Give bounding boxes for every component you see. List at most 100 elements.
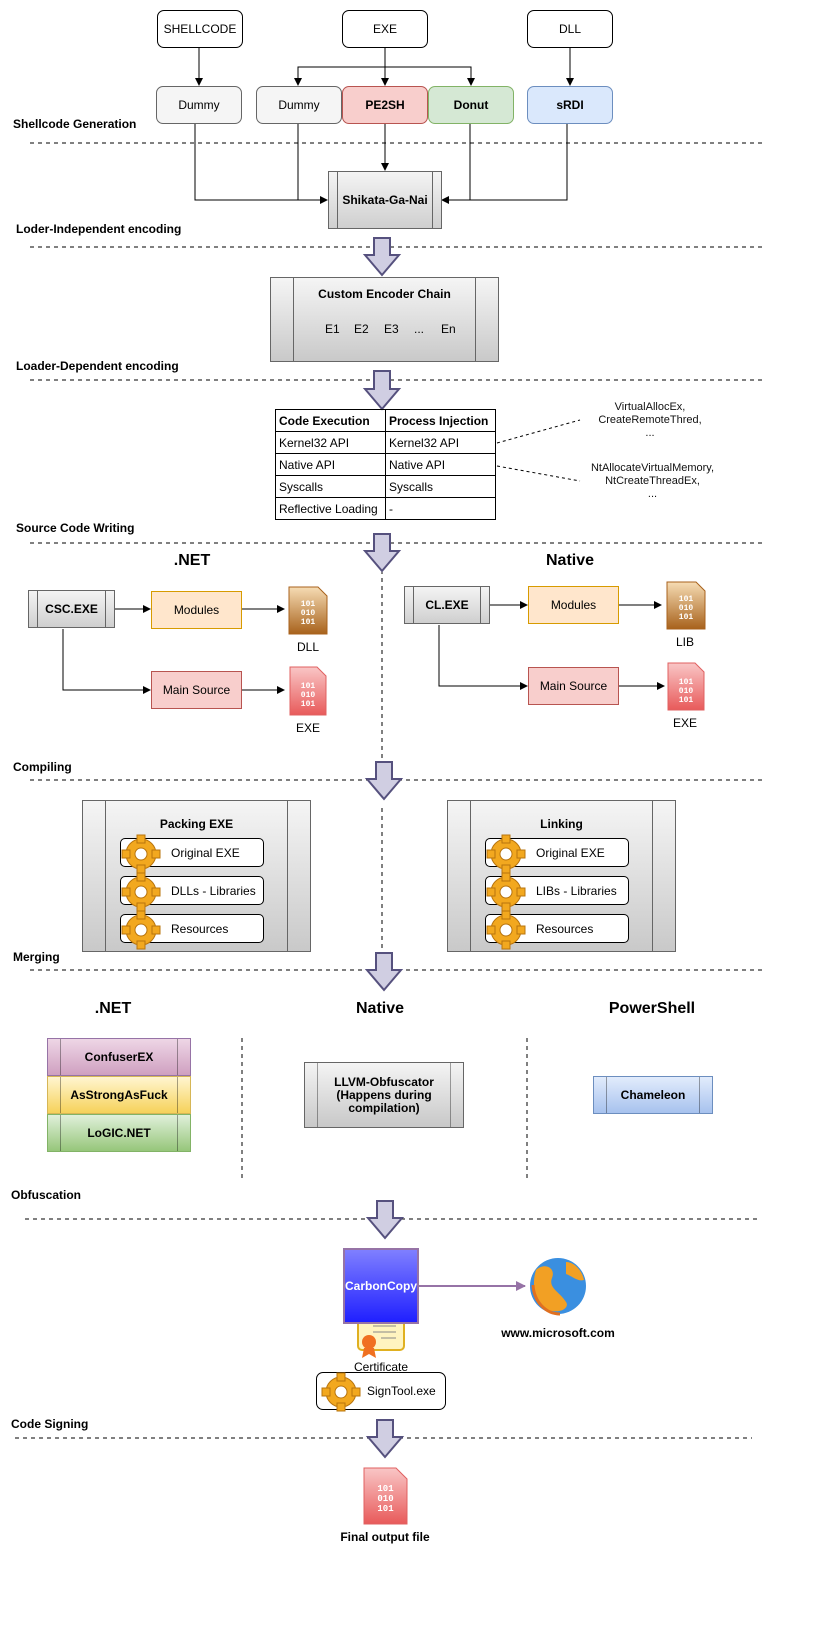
packing-item-resources: Resources bbox=[120, 910, 264, 950]
file-icon-lib bbox=[666, 581, 706, 630]
note-line: NtAllocateVirtualMemory, bbox=[590, 462, 715, 474]
linking-item-original-exe: Original EXE bbox=[485, 834, 629, 874]
gear-icon bbox=[484, 870, 530, 917]
gear-icon bbox=[484, 832, 530, 879]
encoder-e1-label: E1 bbox=[325, 322, 340, 336]
asstrongasfuck-box: AsStrongAsFuck bbox=[47, 1076, 191, 1114]
linking-item-libs-libraries: LIBs - Libraries bbox=[485, 872, 629, 912]
table-cell: Native API bbox=[385, 453, 496, 476]
generator-dummy-exe: Dummy bbox=[256, 86, 342, 124]
obfuscation-native-title: Native bbox=[355, 1000, 405, 1017]
encoder-e2-label: E2 bbox=[354, 322, 369, 336]
gear-icon bbox=[119, 908, 165, 955]
section-label-loader-independent: Loder-Independent encoding bbox=[16, 222, 182, 236]
packing-item-dlls-libraries: DLLs - Libraries bbox=[120, 872, 264, 912]
gear-icon bbox=[119, 832, 165, 879]
section-label-loader-dependent: Loader-Dependent encoding bbox=[16, 359, 179, 373]
file-icon-exe-dotnet bbox=[289, 666, 327, 716]
table-cell: Kernel32 API bbox=[385, 431, 496, 454]
api-note-connectors bbox=[496, 419, 581, 482]
stage-arrow-2 bbox=[362, 370, 402, 411]
item-label: DLLs - Libraries bbox=[171, 883, 256, 898]
item-label: Original EXE bbox=[171, 845, 240, 860]
item-label: Original EXE bbox=[536, 845, 605, 860]
item-label: Resources bbox=[536, 921, 594, 936]
obfuscation-powershell-title: PowerShell bbox=[608, 1000, 696, 1017]
file-icon-final bbox=[363, 1467, 408, 1525]
file-icon-dll bbox=[288, 586, 328, 635]
obfuscation-dotnet-title: .NET bbox=[94, 1000, 132, 1017]
dll-file-label: DLL bbox=[296, 640, 319, 654]
llvm-line: compilation) bbox=[348, 1100, 420, 1115]
encoder-e3-label: E3 bbox=[384, 322, 399, 336]
final-output-label: Final output file bbox=[340, 1530, 430, 1544]
llvm-obfuscator-box: LLVM-Obfuscator (Happens during compilat… bbox=[304, 1062, 464, 1128]
item-label: Resources bbox=[171, 921, 229, 936]
api-table: Code Execution Process Injection Kernel3… bbox=[275, 409, 496, 520]
certificate-label: Certificate bbox=[353, 1360, 409, 1374]
native-main-source-box: Main Source bbox=[528, 667, 619, 705]
globe-icon bbox=[530, 1258, 586, 1316]
note-line: ... bbox=[647, 488, 658, 500]
section-label-merging: Merging bbox=[13, 950, 60, 964]
signtool-box: SignTool.exe bbox=[316, 1372, 446, 1412]
encoder-en-label: En bbox=[441, 322, 456, 336]
section-label-shellcode-generation: Shellcode Generation bbox=[13, 117, 137, 131]
packing-item-original-exe: Original EXE bbox=[120, 834, 264, 874]
dotnet-main-source-box: Main Source bbox=[151, 671, 242, 709]
table-cell: Native API bbox=[275, 453, 386, 476]
dotnet-exe-file-label: EXE bbox=[295, 721, 320, 735]
api-table-header-code-execution: Code Execution bbox=[275, 409, 386, 432]
gear-icon bbox=[119, 870, 165, 917]
section-label-source-code-writing: Source Code Writing bbox=[16, 521, 135, 535]
section-label-obfuscation: Obfuscation bbox=[11, 1188, 82, 1202]
linking-item-resources: Resources bbox=[485, 910, 629, 950]
note-line: ... bbox=[645, 427, 655, 439]
gear-icon bbox=[319, 1370, 365, 1417]
custom-encoder-chain-panel: Custom Encoder Chain bbox=[270, 277, 499, 362]
kernel32-api-note: VirtualAllocEx, CreateRemoteThred, ... bbox=[580, 401, 720, 440]
gear-icon bbox=[484, 908, 530, 955]
table-cell: Reflective Loading bbox=[275, 497, 386, 520]
table-row: Reflective Loading- bbox=[275, 497, 496, 520]
input-dll-box: DLL bbox=[527, 10, 613, 48]
certificate-icon bbox=[357, 1315, 405, 1358]
llvm-line: (Happens during bbox=[336, 1087, 432, 1102]
native-exe-file-label: EXE bbox=[672, 716, 697, 730]
microsoft-website-label: www.microsoft.com bbox=[501, 1326, 615, 1340]
source-dotnet-title: .NET bbox=[173, 552, 211, 569]
table-cell: Syscalls bbox=[275, 475, 386, 498]
lib-file-label: LIB bbox=[675, 635, 694, 649]
generation-connectors bbox=[194, 48, 574, 204]
generator-dummy-shellcode: Dummy bbox=[156, 86, 242, 124]
stage-arrow-3 bbox=[362, 533, 402, 573]
llvm-line: LLVM-Obfuscator bbox=[334, 1074, 434, 1089]
api-table-header-row: Code Execution Process Injection bbox=[275, 409, 496, 432]
generator-srdi: sRDI bbox=[527, 86, 613, 124]
generator-donut: Donut bbox=[428, 86, 514, 124]
stage-arrow-6 bbox=[365, 1200, 405, 1240]
source-connectors bbox=[62, 601, 665, 694]
stage-arrow-1 bbox=[362, 237, 402, 277]
stage-arrow-5 bbox=[364, 952, 404, 992]
native-api-note: NtAllocateVirtualMemory, NtCreateThreadE… bbox=[575, 462, 730, 501]
note-line: CreateRemoteThred, bbox=[598, 414, 702, 426]
native-modules-box: Modules bbox=[528, 586, 619, 624]
section-label-code-signing: Code Signing bbox=[11, 1417, 89, 1431]
chameleon-box: Chameleon bbox=[593, 1076, 713, 1114]
csc-exe-box: CSC.EXE bbox=[28, 590, 115, 628]
stage-arrow-4 bbox=[364, 761, 404, 801]
note-line: VirtualAllocEx, bbox=[614, 401, 686, 413]
dotnet-modules-box: Modules bbox=[151, 591, 242, 629]
carboncopy-box: CarbonCopy bbox=[343, 1248, 419, 1324]
input-exe-box: EXE bbox=[342, 10, 428, 48]
item-label: LIBs - Libraries bbox=[536, 883, 617, 898]
encoder-chain-title: Custom Encoder Chain bbox=[318, 287, 451, 301]
table-cell: Syscalls bbox=[385, 475, 496, 498]
source-native-title: Native bbox=[545, 552, 595, 569]
shikata-ga-nai-box: Shikata-Ga-Nai bbox=[328, 171, 442, 229]
